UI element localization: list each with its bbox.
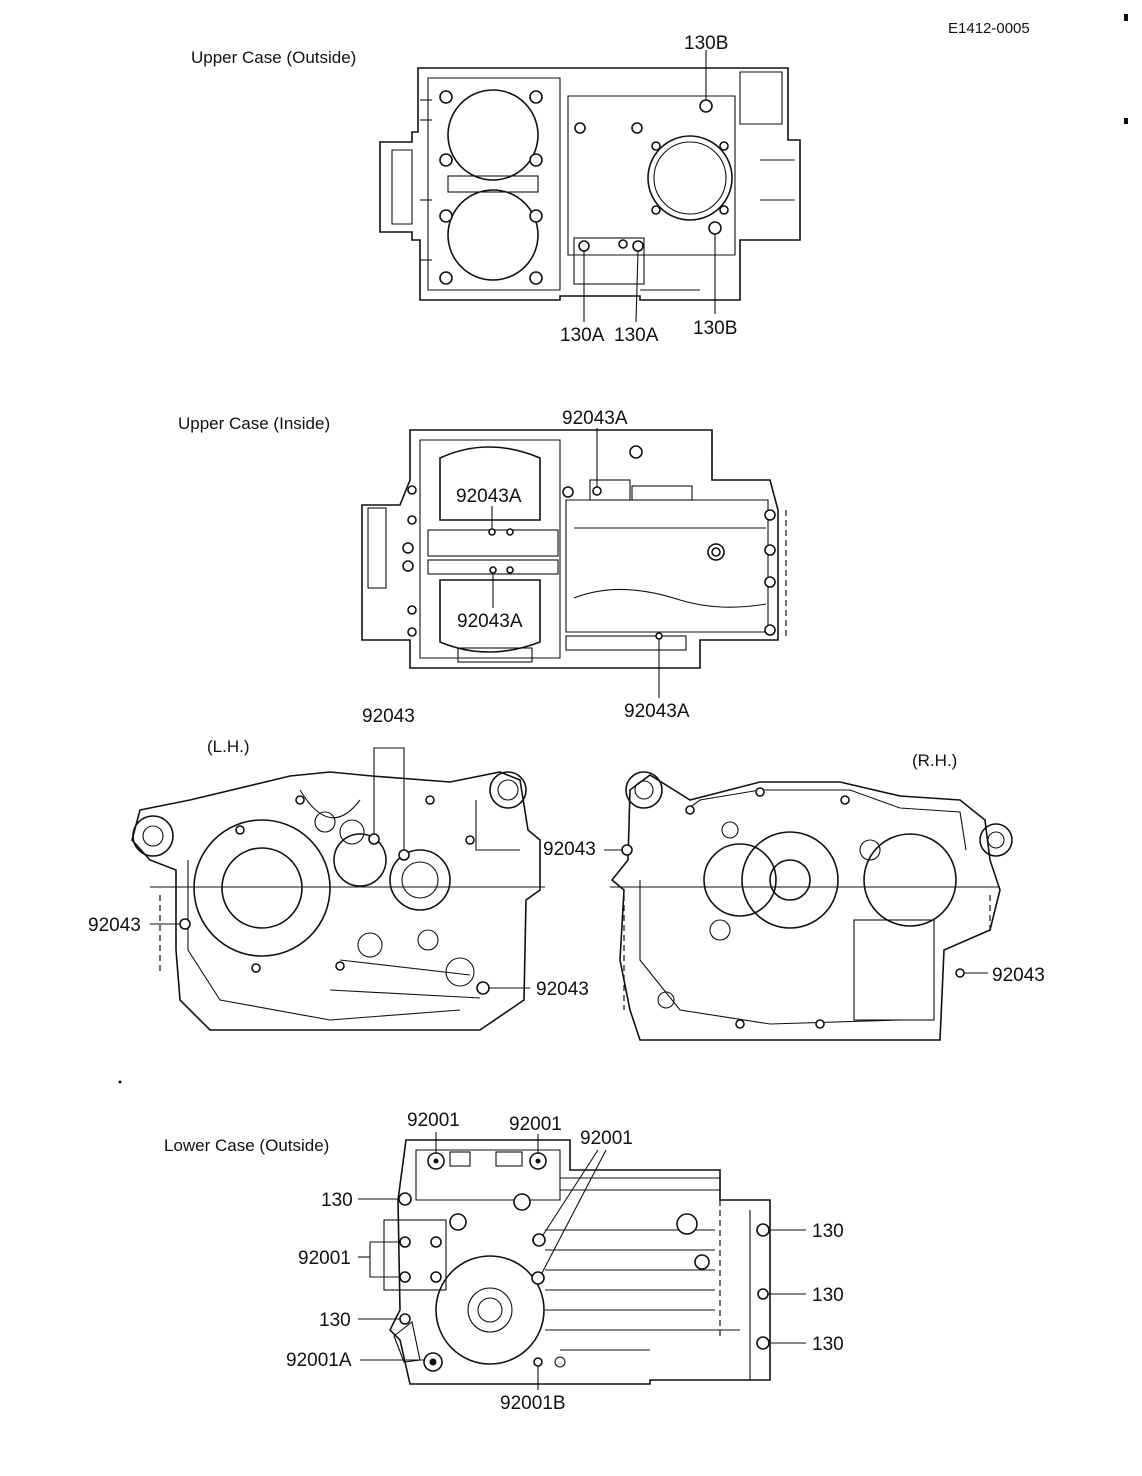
side-views: (L.H.) (R.H.) <box>88 706 1045 1041</box>
label-92043-lh-top: 92043 <box>362 706 415 727</box>
lower-outside-drawing <box>383 1139 771 1385</box>
rh-drawing <box>610 771 1013 1041</box>
bolt-hole-130a-1 <box>578 240 590 252</box>
label-92043a-lower: 92043A <box>457 611 523 632</box>
bolt-hole-92001-left-3 <box>399 1271 411 1283</box>
bolt-hole-130b-top <box>699 99 713 113</box>
upper-case-inside: Upper Case (Inside) <box>178 408 787 722</box>
document-code: E1412-0005 <box>948 20 1030 37</box>
bolt-hole-130-right-1 <box>756 1223 770 1237</box>
label-92043-rh-left: 92043 <box>543 839 596 860</box>
bolt-hole-92043-lh-top-1 <box>368 833 380 845</box>
margin-mark <box>1124 118 1128 124</box>
label-130-right-2: 130 <box>812 1285 844 1306</box>
label-130a-2: 130A <box>614 325 659 346</box>
bolt-hole-130-right-2 <box>757 1288 769 1300</box>
margin-mark <box>1124 14 1128 21</box>
lower-outside-title: Lower Case (Outside) <box>164 1136 329 1155</box>
upper-outside-drawing <box>379 67 801 301</box>
label-130b-top: 130B <box>684 33 728 54</box>
bolt-hole-92001-mid-2 <box>531 1271 545 1285</box>
speck <box>118 1080 122 1084</box>
upper-case-outside: Upper Case (Outside) <box>191 33 801 346</box>
bolt-hole-92043a-top <box>592 486 602 496</box>
bolt-hole-92043a-bottom <box>655 632 663 640</box>
bolt-hole-92043a-upper <box>488 528 496 536</box>
lower-case-outside: Lower Case (Outside) <box>164 1110 844 1414</box>
upper-inside-title: Upper Case (Inside) <box>178 414 330 433</box>
rh-title: (R.H.) <box>912 751 957 770</box>
lh-title: (L.H.) <box>207 737 250 756</box>
bolt-hole-92043-rh-right <box>955 968 965 978</box>
label-92001-left-pair: 92001 <box>298 1248 351 1269</box>
label-130a-1: 130A <box>560 325 605 346</box>
bolt-hole-92043-lh-bottom <box>476 981 490 995</box>
bolt-hole-92001-left-1 <box>399 1236 411 1248</box>
label-130-right-1: 130 <box>812 1221 844 1242</box>
label-130-left-1: 130 <box>321 1190 353 1211</box>
bolt-hole-130-right-3 <box>756 1336 770 1350</box>
label-130-left-2: 130 <box>319 1310 351 1331</box>
label-92043a-upper: 92043A <box>456 486 522 507</box>
label-92001-top-3: 92001 <box>580 1128 633 1149</box>
bolt-hole-92043-lh-left <box>179 918 191 930</box>
label-92043-lh-bottom: 92043 <box>536 979 589 1000</box>
bolt-hole-92001-left-2 <box>430 1236 442 1248</box>
bolt-hole-92043a-lower <box>489 566 497 574</box>
label-92043-rh-right: 92043 <box>992 965 1045 986</box>
bolt-hole-92001-left-4 <box>430 1271 442 1283</box>
bolt-hole-92043-rh-left <box>621 844 633 856</box>
label-92001-top-1: 92001 <box>407 1110 460 1131</box>
bolt-hole-92043-lh-top-2 <box>398 849 410 861</box>
bolt-hole-130b-bottom <box>708 221 722 235</box>
lh-drawing <box>131 771 545 1031</box>
label-92043a-bottom: 92043A <box>624 701 690 722</box>
bolt-hole-130-left-2 <box>399 1313 411 1325</box>
bolt-hole-130a-2 <box>632 240 644 252</box>
upper-outside-title: Upper Case (Outside) <box>191 48 356 67</box>
bolt-hole-92001b <box>533 1357 543 1367</box>
upper-inside-drawing <box>361 429 787 669</box>
label-92001a: 92001A <box>286 1350 352 1371</box>
bolt-hole-92001-mid-1 <box>532 1233 546 1247</box>
label-92001b: 92001B <box>500 1393 566 1414</box>
bolt-hole-130-left-1 <box>398 1192 412 1206</box>
label-130b-bottom: 130B <box>693 318 737 339</box>
label-92043-lh-left: 92043 <box>88 915 141 936</box>
label-130-right-3: 130 <box>812 1334 844 1355</box>
label-92001-top-2: 92001 <box>509 1114 562 1135</box>
label-92043a-top: 92043A <box>562 408 628 429</box>
